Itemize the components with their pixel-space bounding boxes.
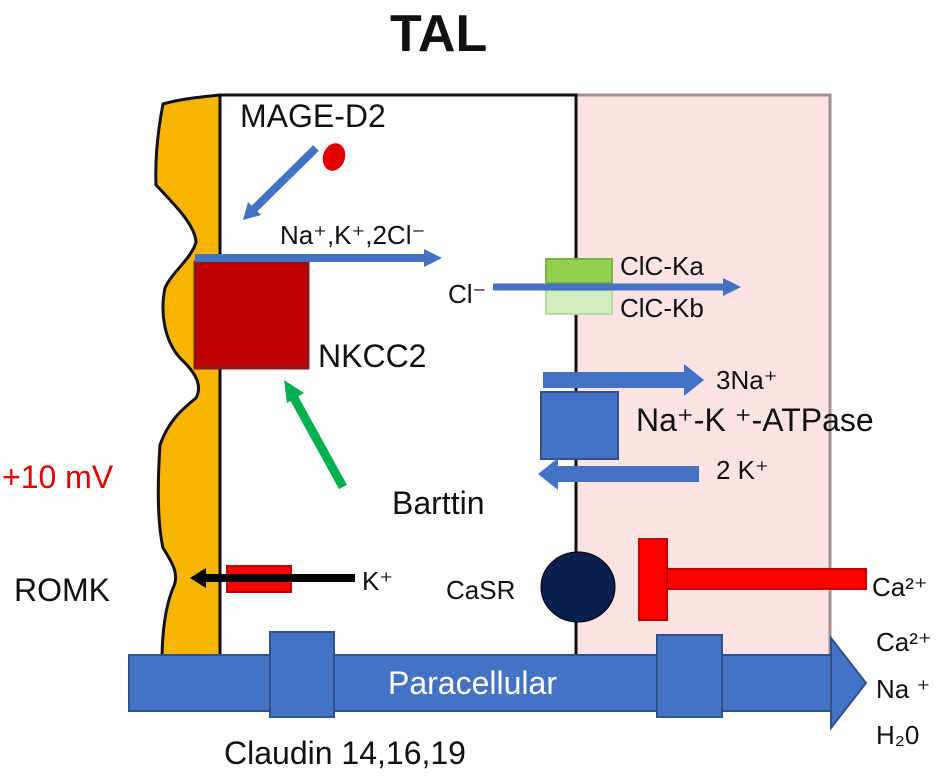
clc-kb-label: ClC-Kb (620, 293, 704, 323)
na3-arrow-head (684, 364, 704, 396)
claudin-block-right (656, 634, 723, 718)
ca-right-label: Ca²⁺ (872, 572, 928, 602)
barttin-arrow-head (284, 380, 304, 403)
na-k-atpase-pump (540, 391, 619, 460)
mage-d2-label: MAGE-D2 (240, 98, 386, 134)
nkcc2-ion-arrow-head (424, 249, 442, 267)
romk-label: ROMK (14, 572, 110, 608)
cl-label: Cl⁻ (448, 279, 487, 309)
claudin-block-left (269, 631, 335, 718)
casr-receptor (540, 551, 616, 623)
na3-arrow-shaft (543, 372, 686, 388)
ca-inhibition-bar (638, 538, 668, 621)
na3-label: 3Na⁺ (716, 365, 778, 395)
voltage-label: +10 mV (2, 459, 114, 495)
diagram-title: TAL (390, 5, 488, 63)
nkcc2-ions-label: Na⁺,K⁺,2Cl⁻ (280, 220, 426, 250)
cl-arrow-head (723, 278, 741, 296)
clc-kb-channel (545, 289, 613, 315)
clc-ka-channel (545, 258, 613, 284)
mage-d2-arrow-head (243, 202, 261, 220)
k2-arrow-shaft (556, 466, 699, 482)
k-label: K⁺ (362, 566, 394, 596)
mage-d2-oval (322, 143, 346, 171)
clc-ka-label: ClC-Ka (620, 251, 704, 281)
apical-membrane (154, 93, 222, 664)
romk-arrow-head (190, 568, 206, 588)
ca-inhibition-shaft (666, 568, 867, 590)
k2-arrow-head (538, 458, 558, 490)
casr-label: CaSR (446, 575, 516, 605)
nkcc2-transporter (193, 260, 310, 370)
barttin-arrow-shaft (290, 395, 347, 490)
barttin-label: Barttin (392, 485, 485, 521)
claudin-label: Claudin 14,16,19 (224, 735, 466, 771)
output-na-label: Na ⁺ (876, 674, 931, 704)
paracellular-arrow-head (830, 635, 868, 731)
mage-d2-arrow-shaft (250, 145, 319, 213)
na-k-atpase-label: Na⁺-K ⁺-ATPase (636, 402, 874, 438)
k2-label: 2 K⁺ (716, 455, 769, 485)
paracellular-label: Paracellular (388, 665, 557, 701)
output-h2o-label: H₂0 (876, 720, 920, 750)
output-ca-label: Ca²⁺ (876, 627, 932, 657)
nkcc2-label: NKCC2 (318, 338, 427, 374)
